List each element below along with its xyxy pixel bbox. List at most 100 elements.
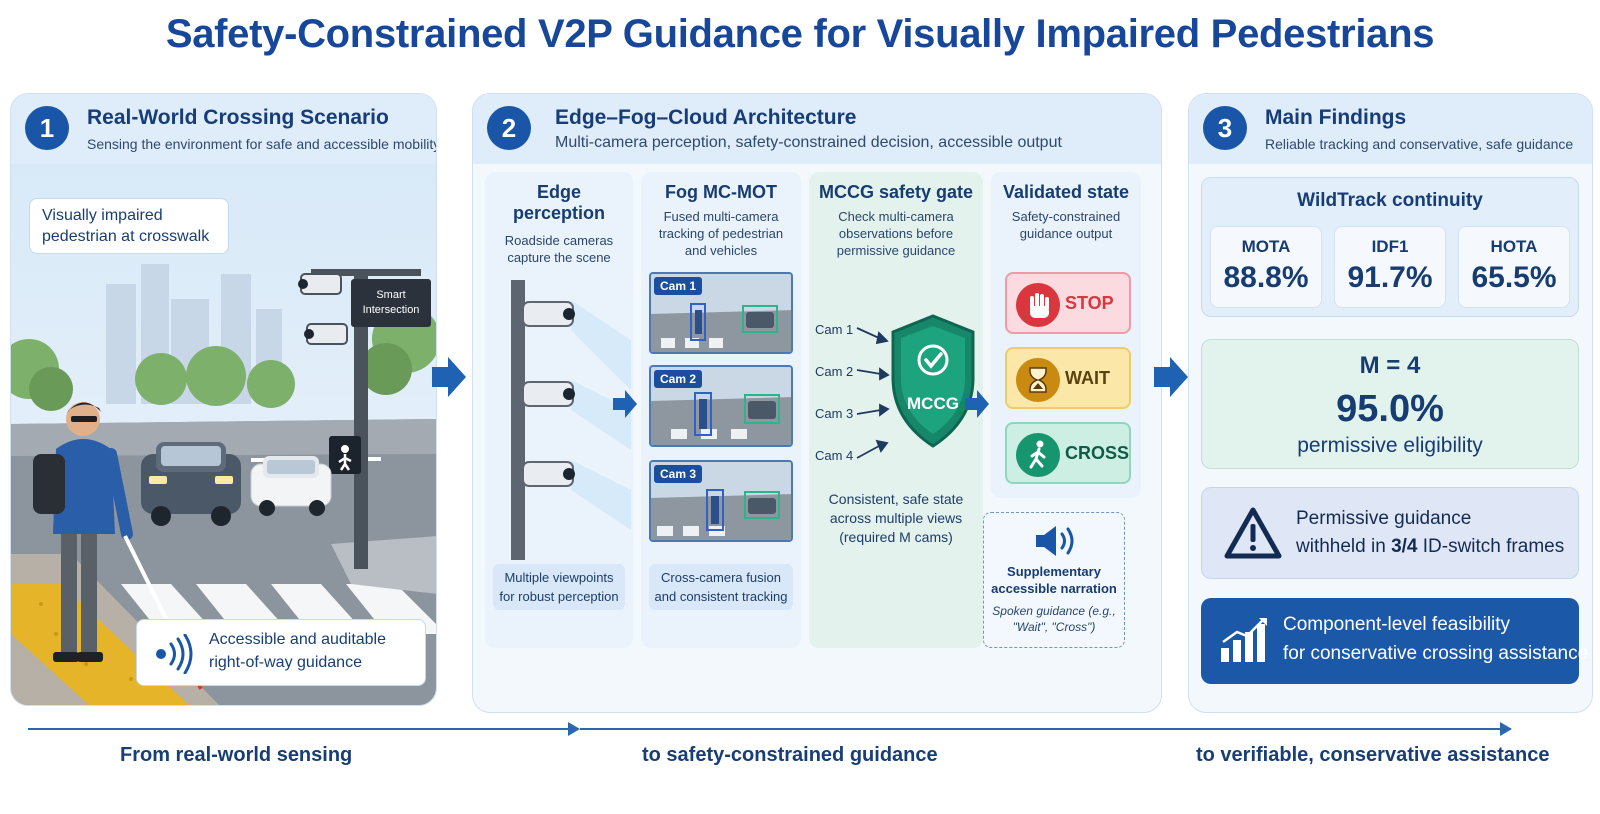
shield-label: MCCG: [907, 394, 959, 413]
accessible-guidance-callout: Accessible and auditable right-of-way gu…: [136, 619, 426, 686]
permissive-line-2: withheld in 3/4 ID-switch frames: [1296, 536, 1564, 558]
camera-view-tile: Cam 3: [649, 460, 793, 542]
eligibility-value: 95.0%: [1336, 388, 1444, 430]
panel-title: Real-World Crossing Scenario: [87, 106, 389, 129]
narration-title: Supplementary accessible narration: [991, 564, 1117, 596]
panel-subtitle: Multi-camera perception, safety-constrai…: [555, 134, 1062, 151]
metric-hota: HOTA 65.5%: [1458, 226, 1570, 308]
camera-input-label: Cam 2: [815, 364, 854, 379]
state-label: STOP: [1065, 293, 1114, 313]
metric-value: 88.8%: [1223, 261, 1309, 294]
feasibility-card: Component-level feasibility for conserva…: [1201, 598, 1588, 684]
camera-label: Cam 3: [654, 465, 703, 483]
flow-arrow-icon: [965, 390, 989, 418]
fog-title: Fog MC-MOT: [665, 182, 777, 202]
edge-perception-column: Edge perception Roadside cameras capture…: [485, 172, 633, 648]
permissive-withheld-card: Permissive guidance withheld in 3/4 ID-s…: [1201, 487, 1579, 579]
input-arrows-icon: [856, 327, 890, 459]
panel-architecture: 2 Edge–Fog–Cloud Architecture Multi-came…: [472, 93, 1162, 713]
gate-description: Check multi-camera observations before p…: [836, 209, 956, 258]
validated-description: Safety-constrained guidance output: [1011, 209, 1121, 241]
gate-footer: Consistent, safe state across multiple v…: [828, 491, 964, 545]
fog-mcmot-column: Fog MC-MOT Fused multi-camera tracking o…: [641, 172, 801, 648]
state-wait: WAIT: [1005, 347, 1131, 409]
hand-stop-icon: [1016, 283, 1060, 327]
camera-view-illustration: [651, 367, 791, 445]
flow-arrowhead: [568, 722, 580, 736]
camera-view-tile: Cam 2: [649, 365, 793, 447]
pedestrian-callout: Visually impaired pedestrian at crosswal…: [29, 198, 229, 254]
fog-footer: Cross-camera fusion and consistent track…: [649, 564, 793, 610]
validated-title: Validated state: [1002, 182, 1130, 202]
metric-value: 65.5%: [1471, 261, 1557, 294]
state-label: CROSS: [1065, 443, 1130, 463]
smart-intersection-sign: Smart Intersection: [351, 279, 431, 327]
panel-header: 3 Main Findings Reliable tracking and co…: [1189, 94, 1592, 164]
metric-name: IDF1: [1371, 237, 1409, 256]
metric-name: HOTA: [1490, 237, 1538, 256]
fog-description: Fused multi-camera tracking of pedestria…: [658, 209, 784, 258]
hourglass-icon: [1016, 358, 1060, 402]
flow-arrow-icon: [432, 357, 466, 397]
camera-view-illustration: [651, 274, 791, 352]
flow-arrow-icon: [1154, 357, 1188, 397]
gate-title: MCCG safety gate: [818, 182, 974, 202]
flow-stage-label: to safety-constrained guidance: [642, 744, 938, 766]
wildtrack-title: WildTrack continuity: [1297, 190, 1483, 211]
flow-stage-label: to verifiable, conservative assistance: [1196, 744, 1550, 766]
flow-stage-label: From real-world sensing: [120, 744, 353, 766]
page-title: Safety-Constrained V2P Guidance for Visu…: [165, 12, 1435, 56]
warning-triangle-icon: [1224, 507, 1282, 559]
step-number-badge: 1: [25, 106, 69, 150]
step-number-badge: 2: [487, 106, 531, 150]
audio-waves-icon: [156, 634, 193, 674]
permissive-line-2-prefix: withheld in: [1296, 536, 1392, 557]
flow-line: [580, 728, 1502, 730]
camera-label: Cam 1: [654, 277, 703, 295]
edge-footer: Multiple viewpoints for robust perceptio…: [493, 564, 625, 610]
state-label: WAIT: [1065, 368, 1110, 388]
validated-state-column: Validated state Safety-constrained guida…: [991, 172, 1141, 498]
m-parameter: M = 4: [1359, 352, 1421, 379]
permissive-eligibility-card: M = 4 95.0% permissive eligibility: [1201, 339, 1579, 469]
permissive-line-1: Permissive guidance: [1296, 508, 1472, 529]
metric-idf1: IDF1 91.7%: [1334, 226, 1446, 308]
bar-chart-icon: [1221, 618, 1267, 662]
panel-main-findings: 3 Main Findings Reliable tracking and co…: [1188, 93, 1593, 713]
edge-title: Edge perception: [512, 182, 605, 223]
camera-input-label: Cam 4: [815, 448, 854, 463]
panel-header: 2 Edge–Fog–Cloud Architecture Multi-came…: [473, 94, 1161, 164]
step-number-badge: 3: [1203, 106, 1247, 150]
wildtrack-metrics-card: WildTrack continuity MOTA 88.8% IDF1 91.…: [1201, 177, 1579, 317]
camera-input-label: Cam 3: [815, 406, 854, 421]
feasibility-line-1: Component-level feasibility: [1283, 614, 1511, 635]
metric-value: 91.7%: [1347, 261, 1433, 294]
edge-description: Roadside cameras capture the scene: [504, 233, 614, 265]
roadside-camera-pole-icon: [511, 280, 631, 560]
camera-input-label: Cam 1: [815, 322, 854, 337]
camera-view-tile: Cam 1: [649, 272, 793, 354]
state-cross: CROSS: [1005, 422, 1131, 484]
narration-description: Spoken guidance (e.g., "Wait", "Cross"): [992, 604, 1116, 634]
eligibility-label: permissive eligibility: [1297, 434, 1483, 457]
metric-mota: MOTA 88.8%: [1210, 226, 1322, 308]
flow-arrowhead: [1500, 722, 1512, 736]
panel-real-world-scenario: 1 Real-World Crossing Scenario Sensing t…: [10, 93, 437, 706]
speaker-icon: [1036, 526, 1074, 556]
panel-subtitle: Sensing the environment for safe and acc…: [87, 136, 437, 152]
flow-line: [28, 728, 568, 730]
panel-subtitle: Reliable tracking and conservative, safe…: [1265, 136, 1574, 152]
id-switch-ratio: 3/4: [1391, 536, 1418, 557]
state-stop: STOP: [1005, 272, 1131, 334]
accessible-narration-box: Supplementary accessible narration Spoke…: [983, 512, 1125, 648]
flow-arrow-icon: [613, 390, 637, 418]
panel-title: Edge–Fog–Cloud Architecture: [555, 106, 857, 129]
panel-title: Main Findings: [1265, 106, 1407, 129]
accessible-guidance-text: Accessible and auditable right-of-way gu…: [209, 631, 387, 671]
camera-label: Cam 2: [654, 370, 703, 388]
shield-icon: [891, 314, 975, 448]
panel-header: 1 Real-World Crossing Scenario Sensing t…: [11, 94, 436, 164]
walking-person-icon: [1016, 433, 1060, 477]
permissive-line-2-suffix: ID-switch frames: [1417, 536, 1565, 557]
metric-name: MOTA: [1241, 237, 1291, 256]
